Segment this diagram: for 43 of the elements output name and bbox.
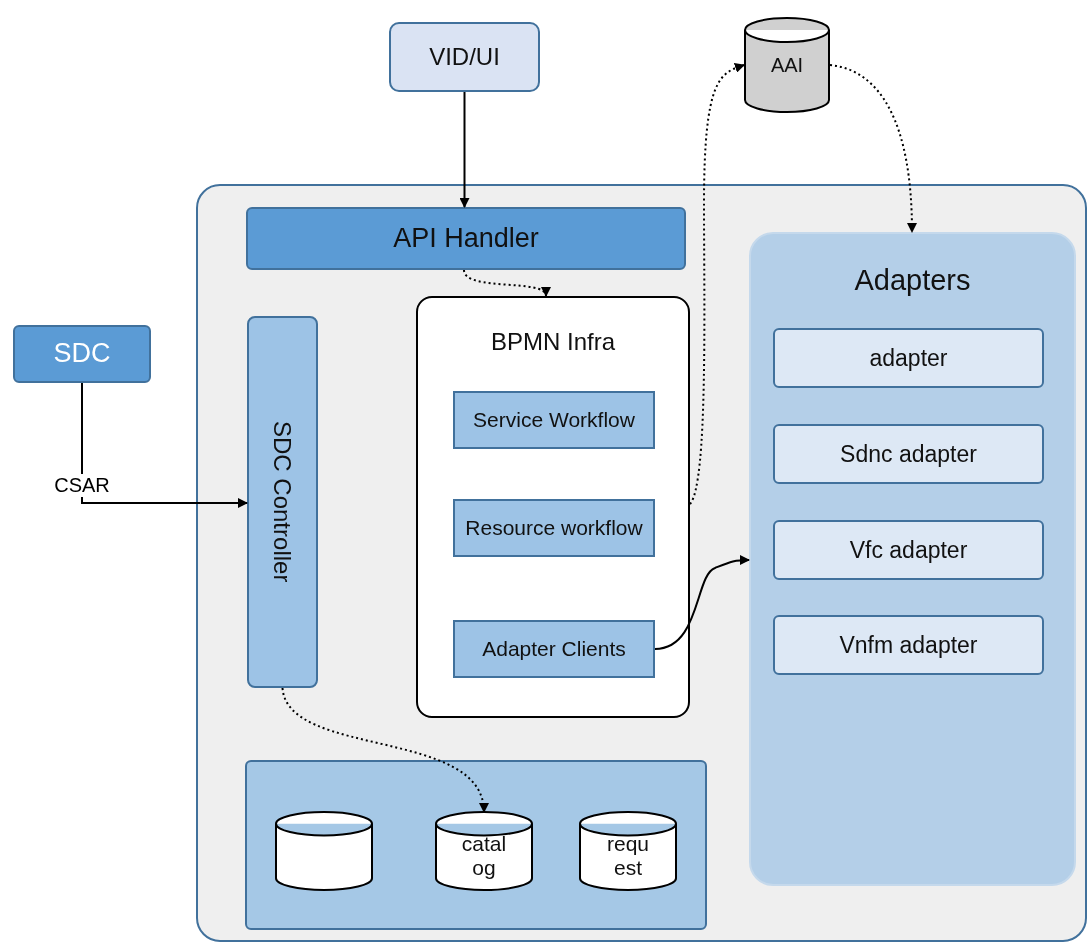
- database-cylinder: [435, 812, 533, 890]
- adapter-box: [773, 424, 1044, 484]
- database-cylinder: [744, 18, 830, 112]
- component-label: Vfc adapter: [849, 536, 968, 564]
- component-box: [389, 22, 540, 92]
- adapter-box: [773, 520, 1044, 580]
- component-label: Adapter Clients: [482, 636, 626, 662]
- component-box: [13, 325, 151, 383]
- component-label: SDC Controller: [268, 421, 297, 583]
- arrow: [654, 555, 750, 650]
- component-label: request: [606, 831, 650, 881]
- adapter-box: [773, 328, 1044, 388]
- component-bar: [246, 207, 686, 270]
- arrow: [459, 91, 470, 208]
- component-panel: [749, 232, 1076, 886]
- process-box: [453, 620, 655, 678]
- component-label: BPMN Infra: [491, 328, 615, 356]
- process-box: [453, 499, 655, 557]
- component-label: VID/UI: [429, 43, 500, 71]
- component-panel: [416, 296, 690, 718]
- arrow: [281, 687, 488, 813]
- database-cylinder: [579, 812, 677, 890]
- container-panel: [196, 184, 1087, 942]
- process-box: [453, 391, 655, 449]
- component-label: AAI: [770, 53, 804, 77]
- component-label: Adapters: [854, 264, 971, 298]
- component-label: Sdnc adapter: [840, 440, 977, 468]
- component-label: SDC: [53, 338, 111, 370]
- edge-label: CSAR: [52, 474, 112, 497]
- arrow: [689, 63, 745, 505]
- component-label: catalog: [460, 831, 508, 881]
- component-bar: [247, 316, 318, 688]
- adapter-box: [773, 615, 1044, 675]
- storage-panel: [245, 760, 707, 930]
- component-label: Vnfm adapter: [839, 631, 978, 659]
- component-label: adapter: [869, 344, 948, 372]
- arrow: [463, 269, 548, 297]
- component-label: Resource workflow: [465, 515, 643, 541]
- database-cylinder: [275, 812, 373, 890]
- arrow: [829, 64, 917, 233]
- arrow: [81, 382, 248, 508]
- component-label: Service Workflow: [473, 407, 635, 433]
- component-label: API Handler: [393, 222, 539, 254]
